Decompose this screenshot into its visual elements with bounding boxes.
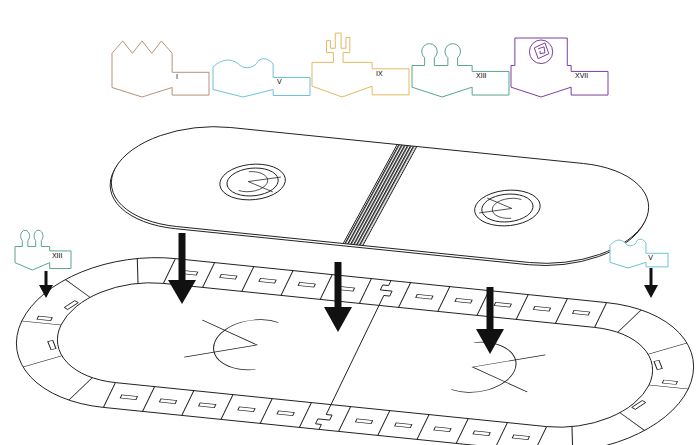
lower-board <box>451 341 549 398</box>
placement-arrow <box>487 287 494 334</box>
lower-board <box>451 341 549 398</box>
lower-board <box>313 404 337 430</box>
lower-board <box>0 250 149 401</box>
upper-board <box>87 119 671 274</box>
tile-shape <box>511 38 608 97</box>
spiral-symbol <box>534 43 549 59</box>
placement-arrow <box>179 233 186 285</box>
tile-shape <box>610 239 668 268</box>
tile-shape <box>312 33 409 97</box>
upper-board <box>478 196 522 219</box>
upper-board <box>88 119 671 272</box>
tile-outline <box>15 226 71 270</box>
lower-board <box>181 314 279 371</box>
tile-outline <box>213 52 310 97</box>
tile-numeral: XVII <box>575 72 588 80</box>
placement-arrow <box>476 329 504 354</box>
tile-numeral: XIII <box>52 252 63 260</box>
terrain-tile: IX <box>312 32 409 97</box>
tile-outline <box>112 40 209 97</box>
placement-arrow <box>335 262 342 312</box>
lower-board <box>0 247 697 445</box>
tile-numeral: V <box>648 254 653 262</box>
placement-arrow <box>39 233 658 354</box>
placement-arrow <box>644 285 658 298</box>
upper-board <box>478 196 522 219</box>
tile-outline <box>610 234 668 268</box>
placement-arrow <box>324 307 352 332</box>
tile-outline <box>511 38 608 97</box>
tile-shape <box>412 44 509 97</box>
upper-board <box>238 171 282 194</box>
tile-numeral: V <box>277 78 282 86</box>
lower-board <box>163 259 606 328</box>
tile-outline <box>312 32 409 97</box>
terrain-tile: I <box>112 40 209 97</box>
upper-board <box>343 145 397 244</box>
terrain-tile: XVII <box>511 38 608 97</box>
placement-arrow <box>168 280 196 304</box>
tile-numeral: IX <box>376 70 383 78</box>
placement-arrow <box>39 285 53 298</box>
lower-board <box>0 247 697 445</box>
tile-shape <box>112 41 209 97</box>
terrain-tile: V <box>610 234 668 268</box>
upper-board <box>363 147 417 246</box>
upper-board <box>475 192 539 225</box>
tile-shape <box>213 59 310 97</box>
lower-board <box>181 314 279 371</box>
tile-shape <box>15 230 71 270</box>
upper-board <box>238 171 282 194</box>
terrain-tile: XIII <box>412 38 509 97</box>
upper-board <box>466 187 548 229</box>
tile-numeral: I <box>176 73 178 81</box>
lower-board <box>0 247 697 445</box>
lower-board <box>37 275 673 434</box>
lower-board <box>103 383 546 445</box>
tile-outline <box>412 38 509 97</box>
upper-board <box>221 166 285 199</box>
lower-board <box>373 280 397 306</box>
lower-board <box>561 309 697 445</box>
upper-board <box>344 145 416 246</box>
tile-numeral: XIII <box>476 72 487 80</box>
terrain-tile: XIII <box>15 226 71 270</box>
spiral-symbol <box>529 40 552 64</box>
terrain-tile: V <box>213 52 310 97</box>
upper-board <box>212 161 294 203</box>
